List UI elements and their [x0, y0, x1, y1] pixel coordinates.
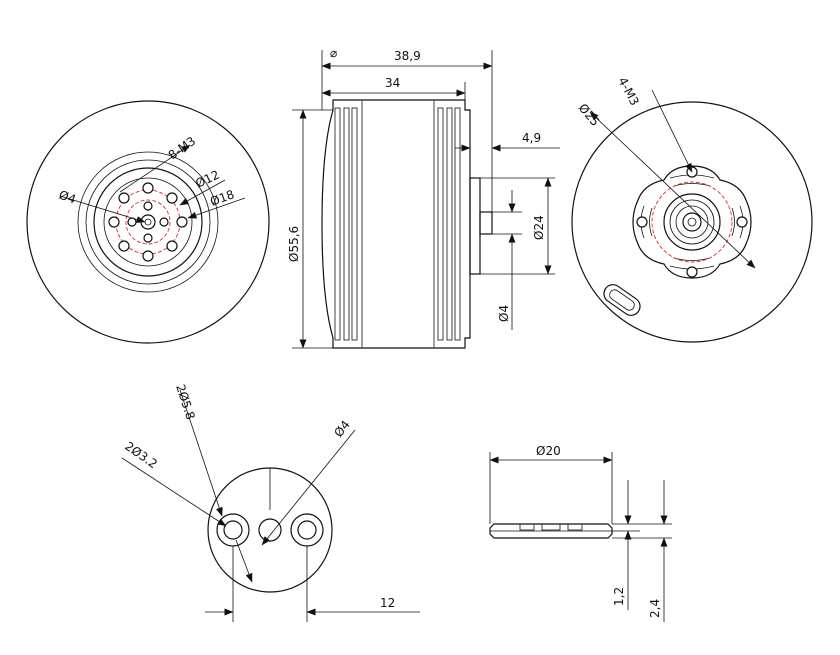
front-stator-ring-inner [85, 159, 211, 285]
rear-dim-bolt-pattern: 4-M3 [615, 75, 641, 108]
front-view: 8-M3 Ø12 Ø18 Ø4 [26, 100, 270, 344]
rear-cable-exit [603, 284, 641, 316]
side-mark: ⌀ [330, 46, 337, 60]
side-dim-shaft-diameter: Ø4 [497, 305, 511, 322]
adapter-dim-small-holes: 2Ø3.2 [122, 439, 160, 471]
front-hub-outer [93, 167, 203, 277]
adapter-dim-thickness-thin: 1,2 [612, 587, 626, 606]
front-shaft [140, 214, 156, 230]
adapter-top-view: 12 2Ø5.8 2Ø3.2 Ø4 [121, 383, 420, 622]
rear-dim-circle: Ø25 [576, 101, 603, 129]
adapter-center-hole [258, 518, 282, 542]
front-dim-bolt-pattern: 8-M3 [166, 134, 199, 163]
side-dim-body-length: 34 [385, 76, 400, 90]
adapter-dim-thickness-total: 2,4 [648, 599, 662, 618]
adapter-right-hole-inner [297, 520, 317, 540]
side-view: ⌀ 38,9 34 4,9 Ø55,6 Ø24 Ø4 [287, 46, 560, 349]
front-hidden-arc-inner [125, 199, 171, 245]
adapter-left-hole-outer [216, 513, 250, 547]
side-dim-base-diameter: Ø24 [532, 215, 546, 240]
adapter-dim-spacing: 12 [380, 596, 395, 610]
front-stator-ring [77, 151, 219, 293]
adapter-profile [489, 523, 613, 539]
front-dim-center-hole: Ø4 [57, 188, 78, 207]
side-dim-outer-diameter: Ø55,6 [287, 226, 301, 262]
adapter-right-hole-outer [290, 513, 324, 547]
front-dim-inner-diameter: Ø12 [193, 168, 221, 191]
side-base [469, 177, 481, 275]
side-fins-left [334, 100, 363, 348]
adapter-left-hole-inner [223, 520, 243, 540]
rear-mount-plate [632, 165, 752, 279]
front-inner-holes [127, 201, 169, 243]
front-hub-inner [103, 177, 193, 267]
front-outer-circle [26, 100, 270, 344]
rear-view: 4-M3 Ø25 [571, 75, 813, 343]
adapter-dim-diameter: Ø20 [536, 444, 561, 458]
side-dim-shaft-length: 4,9 [522, 131, 541, 145]
adapter-side-view: Ø20 1,2 2,4 [489, 444, 672, 622]
rear-slots [640, 174, 744, 270]
side-fins-right [433, 100, 461, 348]
rear-outer-circle [571, 101, 813, 343]
side-rotor-outline [321, 99, 471, 349]
side-shaft [479, 211, 493, 235]
adapter-dim-large-holes: 2Ø5.8 [173, 383, 197, 422]
side-dim-total-length: 38,9 [394, 49, 421, 63]
front-bolt-holes [108, 182, 188, 262]
